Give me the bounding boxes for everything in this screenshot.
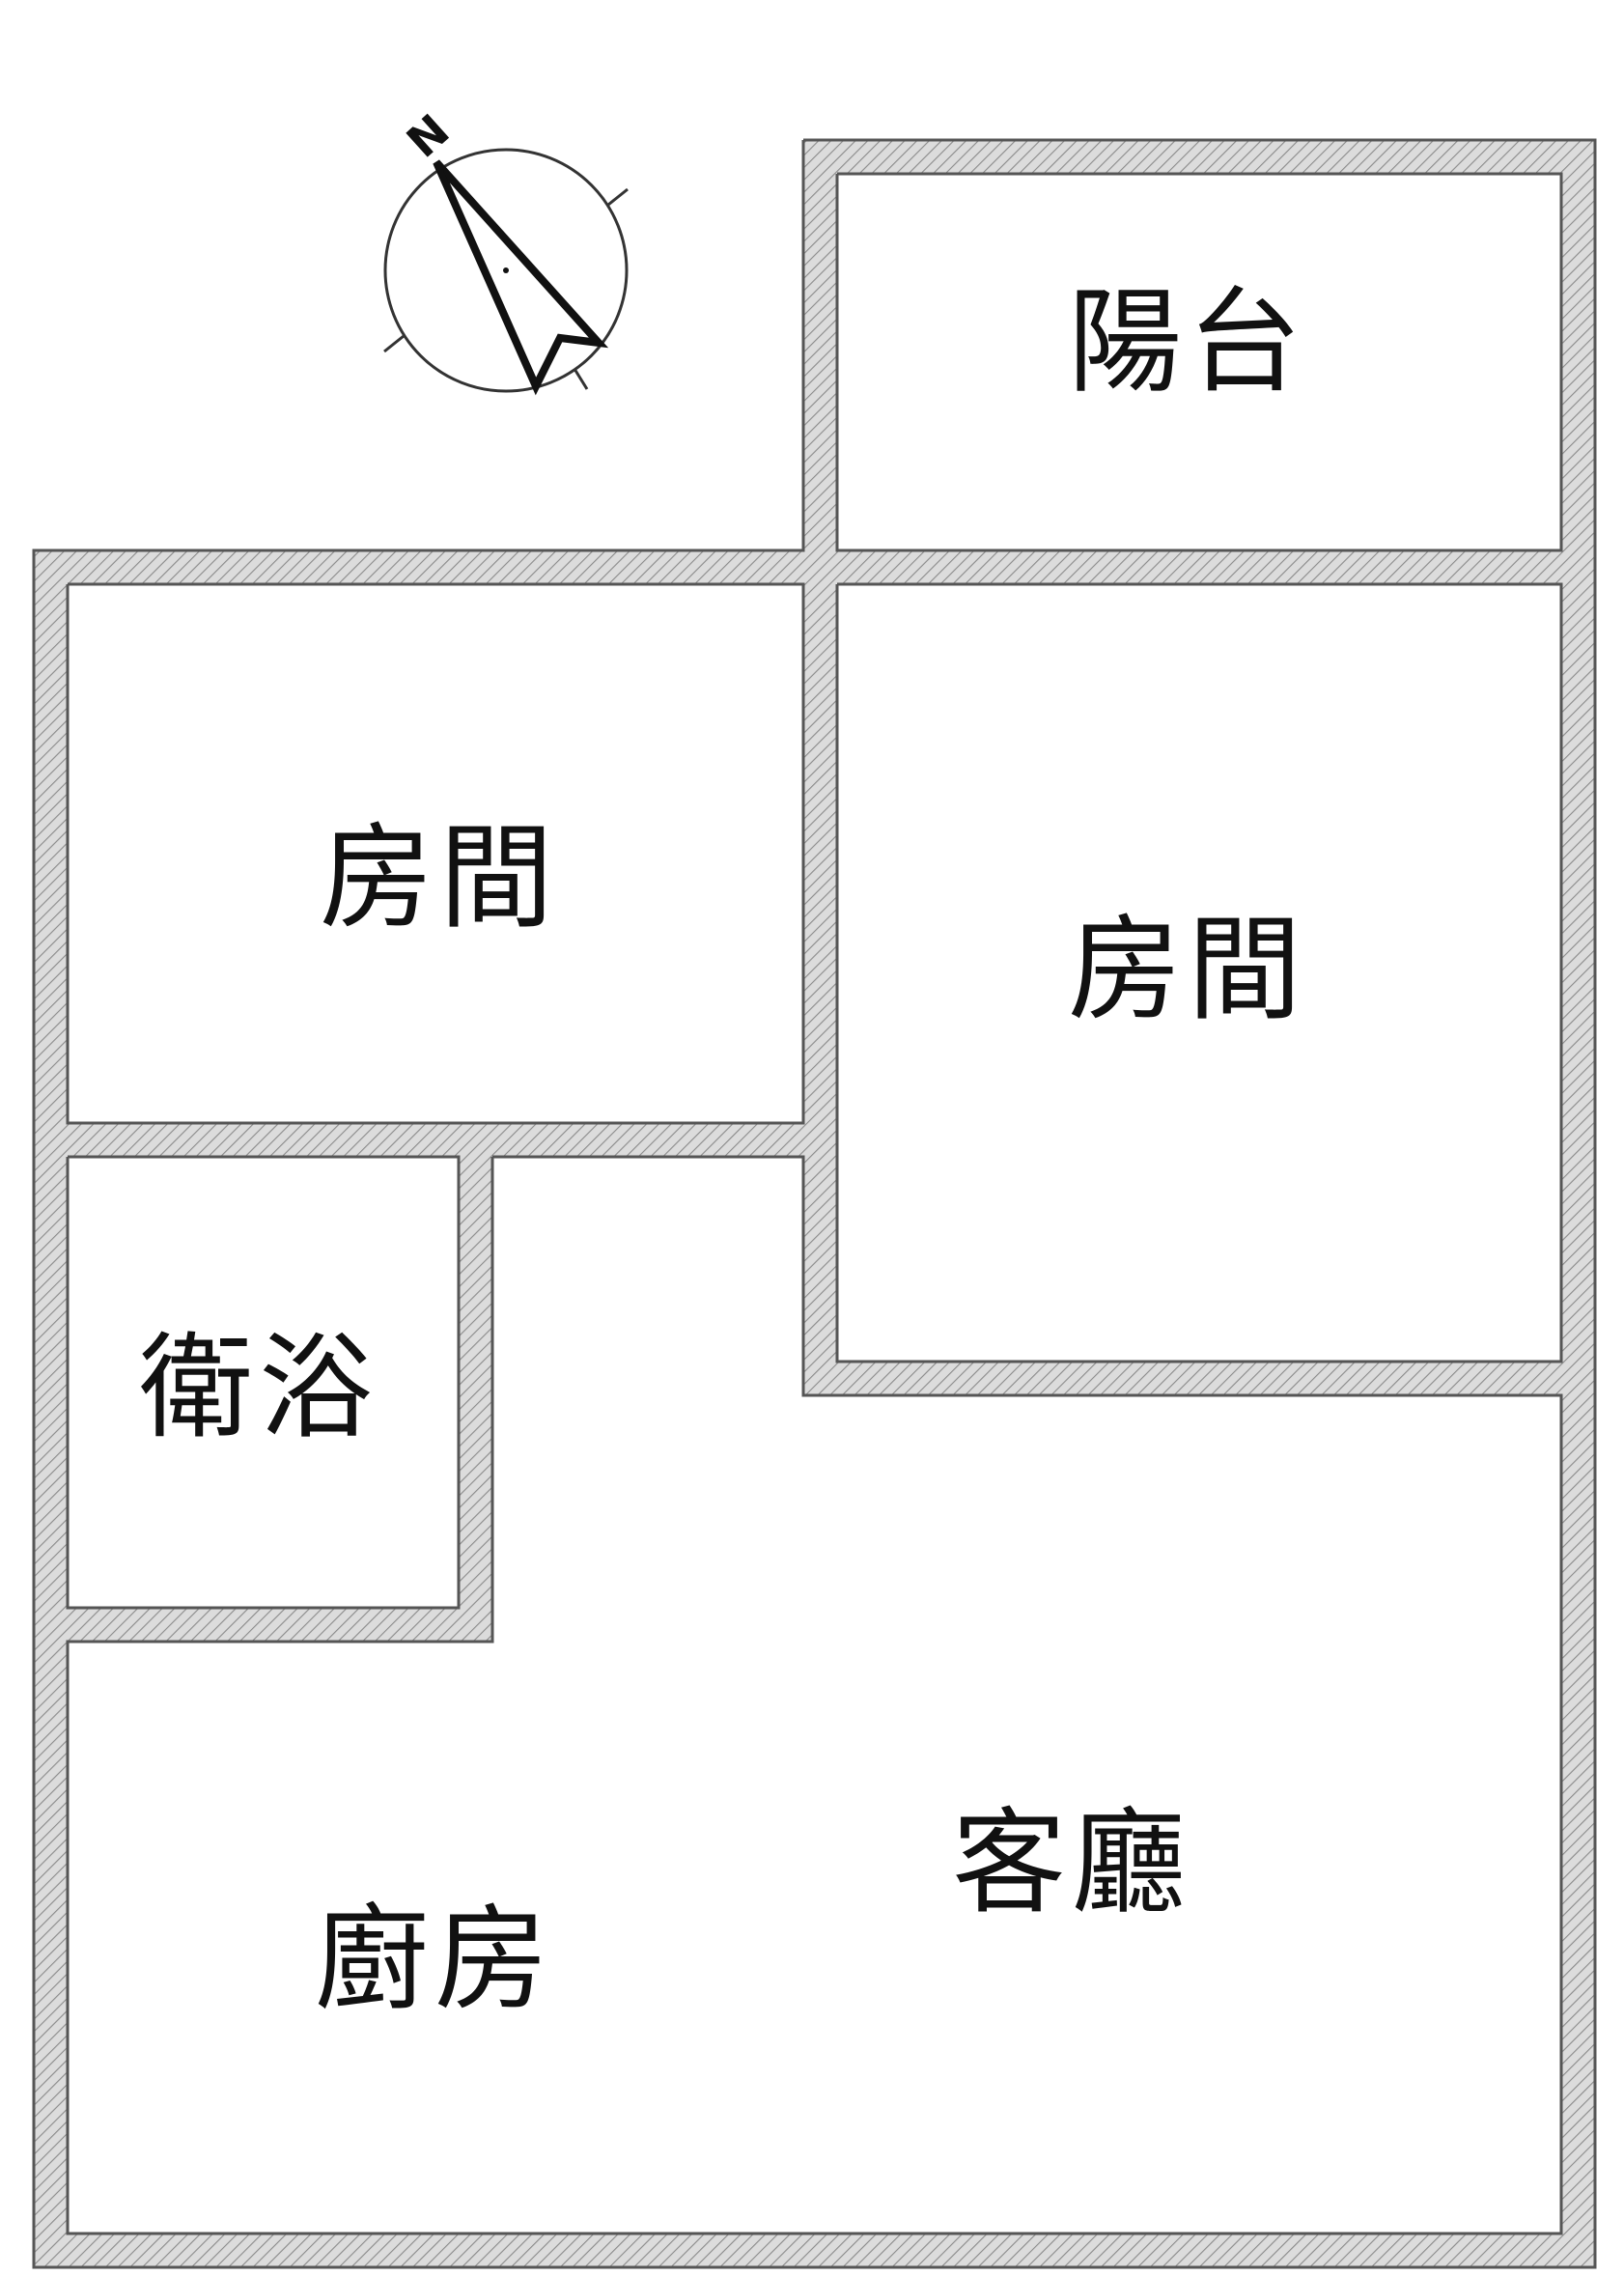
compass-arrow xyxy=(433,159,609,396)
walls xyxy=(34,140,1595,2267)
outer-outline xyxy=(32,138,1597,2269)
compass-north-letter: N xyxy=(397,104,460,168)
room-label-bedroom-left: 房間 xyxy=(320,811,559,944)
bathroom-inner-outline xyxy=(66,1155,461,1610)
compass-tick xyxy=(383,334,405,353)
wall-outlines xyxy=(32,138,1597,2269)
left-bedroom-inner-outline xyxy=(66,582,805,1125)
room-labels: 陽台 房間 房間 衛浴 客廳 廚房 xyxy=(139,275,1307,2026)
wall-balcony-left xyxy=(803,140,837,584)
compass-circle xyxy=(383,148,629,393)
wall-outer-left xyxy=(34,550,68,2267)
room-label-balcony: 陽台 xyxy=(1068,275,1307,408)
wall-balcony-divider xyxy=(803,550,1595,584)
compass-tick xyxy=(573,368,589,390)
room-label-living-room: 客廳 xyxy=(952,1796,1191,1929)
compass-center-dot xyxy=(503,267,509,273)
balcony-inner-outline xyxy=(835,172,1563,552)
compass-tick xyxy=(607,187,629,207)
wall-outer-bottom xyxy=(34,2234,1595,2267)
wall-outer-right xyxy=(1561,140,1595,2267)
wall-bathroom-bottom xyxy=(34,1608,492,1642)
wall-bathroom-right xyxy=(459,1123,492,1642)
wall-balcony-top xyxy=(803,140,1595,174)
room-label-bedroom-right: 房間 xyxy=(1068,903,1307,1036)
wall-center-vertical xyxy=(803,550,837,1395)
wall-under-left-bedroom xyxy=(34,1123,837,1157)
wall-under-right-bedroom xyxy=(803,1362,1595,1395)
room-label-kitchen: 廚房 xyxy=(315,1893,554,2026)
wall-outer-top-left xyxy=(34,550,837,584)
north-arrow-icon: N xyxy=(383,104,629,396)
room-label-bathroom: 衛浴 xyxy=(139,1321,378,1454)
living-inner-outline xyxy=(66,1155,1563,2235)
right-bedroom-inner-outline xyxy=(835,582,1563,1363)
compass-arrow-spine xyxy=(434,160,539,388)
